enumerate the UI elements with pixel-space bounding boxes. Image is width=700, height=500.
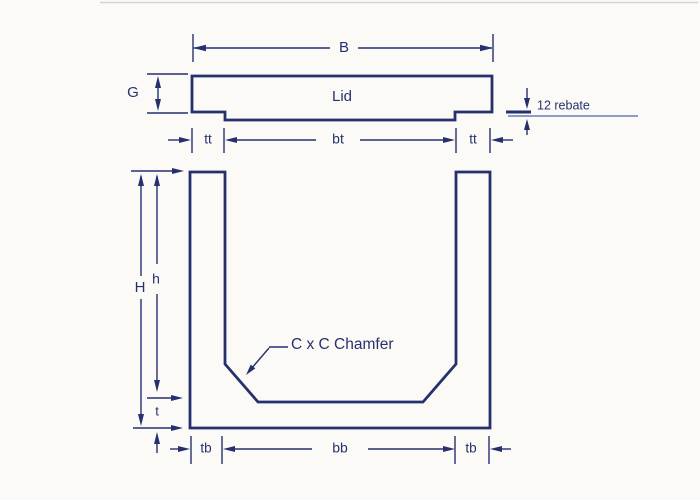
dim-label-tb-left: tb bbox=[200, 441, 211, 456]
lid-outline bbox=[190, 74, 494, 122]
rebate-arrow-down-icon bbox=[524, 98, 530, 109]
g-arrow-down-icon bbox=[155, 99, 161, 111]
lid-section: Lid bbox=[190, 74, 494, 122]
dim-label-tb-right: tb bbox=[465, 441, 476, 456]
top-thickness-dimension-row: tt bt tt bbox=[168, 128, 513, 153]
g-arrow-up-icon bbox=[155, 76, 161, 88]
dim-label-bt: bt bbox=[332, 131, 344, 147]
h-outer-arrow-down-icon bbox=[138, 414, 144, 426]
tb-left-arrow-icon bbox=[178, 446, 190, 452]
lid-label: Lid bbox=[332, 88, 352, 105]
u-channel-outline bbox=[188, 170, 492, 430]
chamfer-callout: C x C Chamfer bbox=[246, 336, 394, 375]
rebate-annotation: 12 rebate bbox=[506, 88, 638, 135]
tt-left-arrow-icon bbox=[179, 137, 191, 143]
dim-label-tt-left: tt bbox=[204, 132, 212, 147]
g-dimension: G bbox=[127, 73, 188, 114]
rebate-arrow-up-icon bbox=[524, 119, 530, 130]
tb-right-arrow-icon bbox=[490, 446, 502, 452]
dim-label-lid-thickness: G bbox=[127, 84, 139, 101]
t-arrow-up-icon bbox=[154, 432, 160, 444]
chamfer-label: C x C Chamfer bbox=[291, 336, 394, 353]
b-dimension: B bbox=[192, 34, 494, 62]
h-inner-arrow-down-icon bbox=[154, 380, 160, 392]
tt-right-arrow-icon bbox=[491, 137, 503, 143]
bb-arrow-left-icon bbox=[223, 446, 235, 452]
top-extension-arrow-icon bbox=[172, 168, 184, 174]
dim-label-tt-right: tt bbox=[469, 132, 477, 147]
rebate-label: 12 rebate bbox=[537, 98, 590, 112]
dim-label-internal-height: h bbox=[152, 271, 160, 287]
base-extension-arrow-icon bbox=[171, 425, 183, 431]
dim-label-bb: bb bbox=[332, 440, 348, 456]
bottom-dimension-row: tb bb tb bbox=[170, 436, 511, 464]
bt-arrow-right-icon bbox=[443, 137, 455, 143]
height-dimension-group: H h t bbox=[131, 168, 184, 453]
h-inner-arrow-up-icon bbox=[154, 174, 160, 186]
bt-arrow-left-icon bbox=[225, 137, 237, 143]
chamfer-leader-arrow-icon bbox=[246, 364, 256, 375]
h-outer-arrow-up-icon bbox=[138, 174, 144, 186]
floor-extension-arrow-icon bbox=[171, 395, 183, 401]
b-arrow-right-icon bbox=[480, 44, 493, 52]
b-arrow-left-icon bbox=[193, 44, 206, 52]
dim-label-base-thickness: t bbox=[155, 403, 159, 418]
bb-arrow-right-icon bbox=[443, 446, 455, 452]
chamfer-leader-line bbox=[250, 347, 270, 370]
dim-label-overall-height: H bbox=[135, 279, 146, 296]
dim-label-overall-width: B bbox=[339, 39, 349, 56]
